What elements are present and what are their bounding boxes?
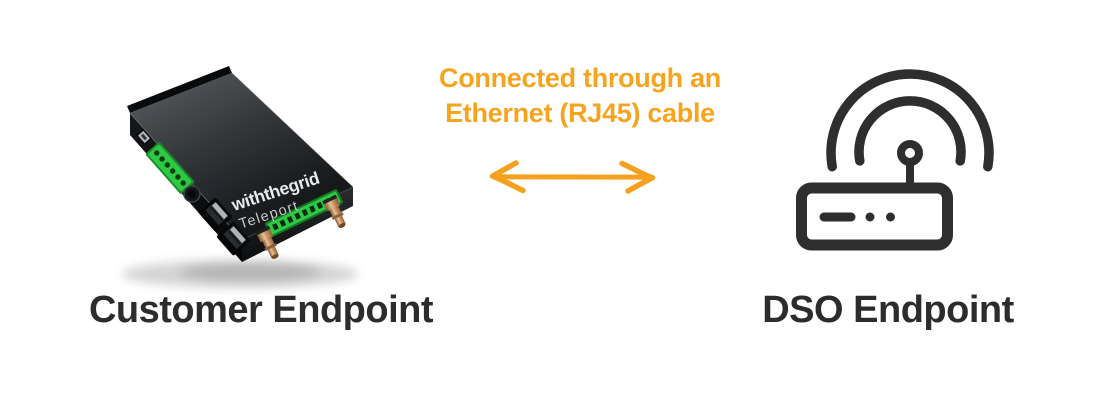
wifi-arcs-icon (826, 69, 994, 172)
ethernet-port-icon (216, 222, 250, 256)
sma-connector-icon (255, 225, 279, 259)
connection-caption-line2: Ethernet (RJ45) cable (445, 98, 715, 128)
reset-button-icon (183, 185, 201, 203)
dso-endpoint-label: DSO Endpoint (762, 289, 1014, 331)
terminal-block-icon (145, 142, 195, 194)
router-antenna-icon (897, 140, 923, 191)
router-box-icon (796, 182, 953, 251)
wireless-router-icon (796, 69, 994, 251)
usb-port-icon (135, 128, 153, 146)
device-top-face (130, 73, 353, 240)
customer-endpoint-label: Customer Endpoint (88, 289, 434, 331)
teleport-device-image: withthegrid Teleport (122, 66, 358, 288)
connection-caption: Connected through an Ethernet (RJ45) cab… (410, 61, 750, 131)
connection-caption-line1: Connected through an (439, 63, 721, 93)
sma-connector-icon (322, 194, 346, 228)
device-back-rim (127, 66, 232, 113)
bidirectional-arrow-icon (489, 160, 656, 194)
ethernet-port-icon (198, 198, 232, 232)
